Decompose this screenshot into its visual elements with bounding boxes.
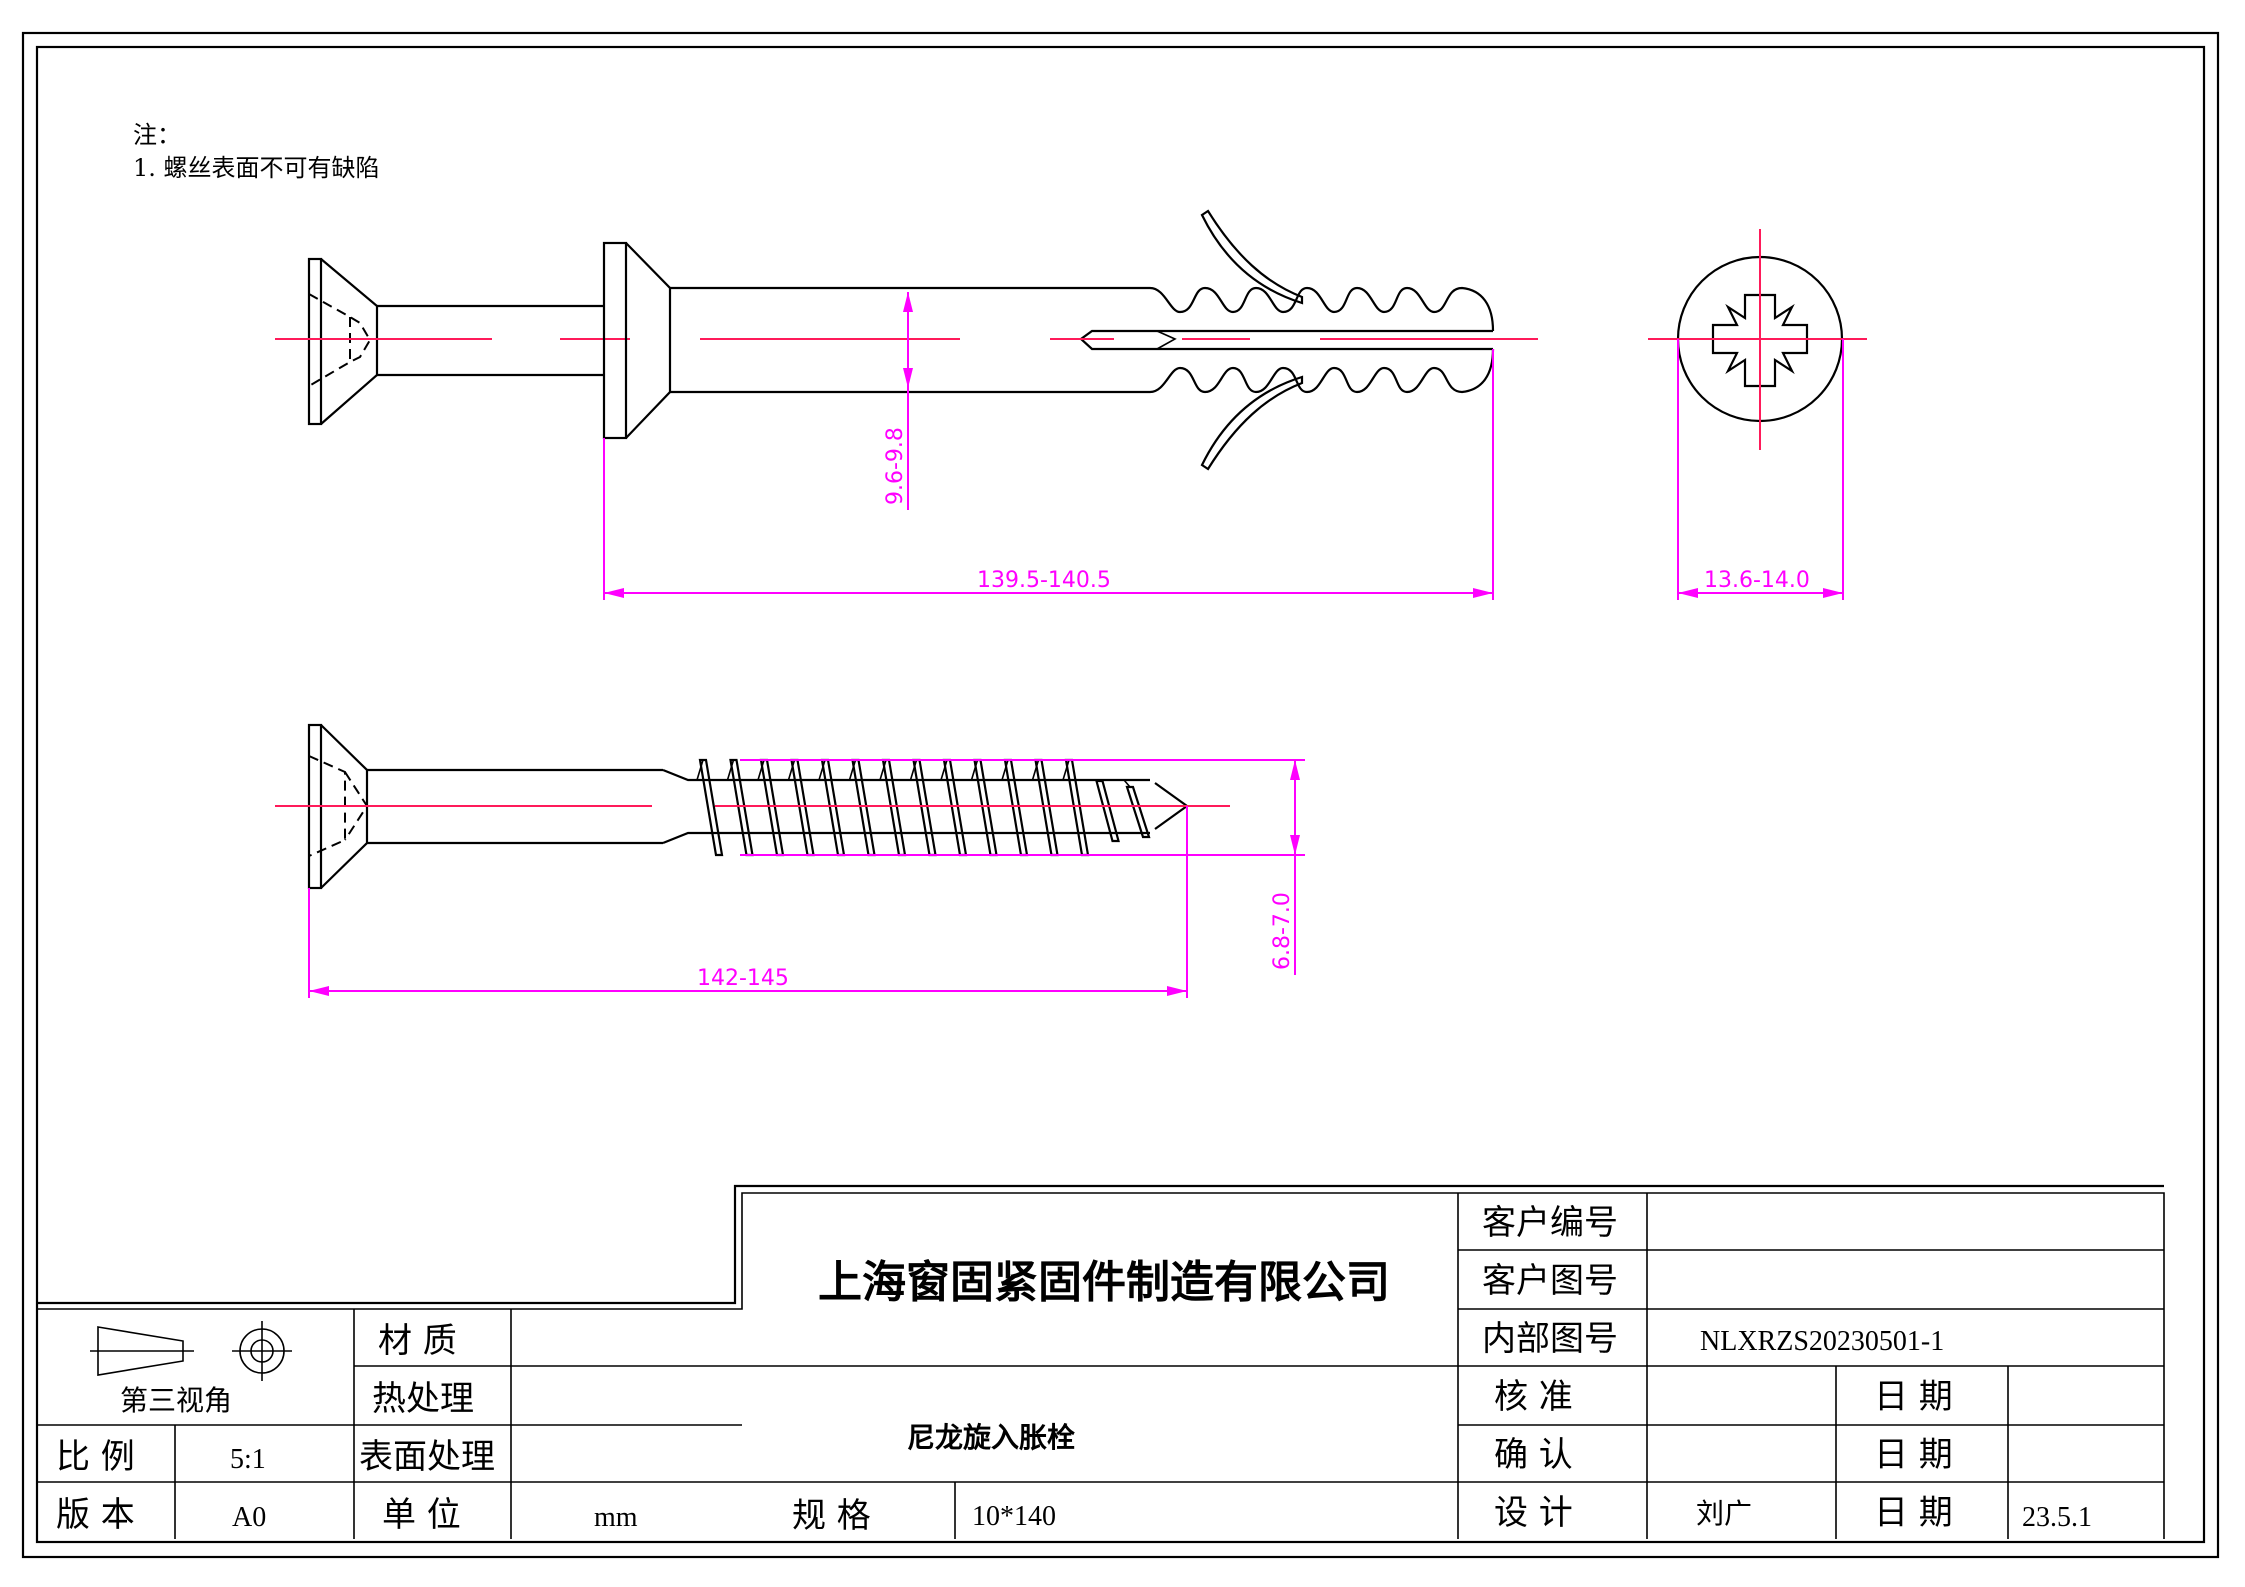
version-label: 版 本 <box>56 1495 135 1535</box>
dim-anchor-diameter: 9.6-9.8 <box>883 427 908 505</box>
head-end-view <box>1648 229 1867 450</box>
thread-flank <box>1031 759 1040 781</box>
surface-treatment-label: 表面处理 <box>359 1437 495 1477</box>
thread-flank <box>970 759 979 781</box>
confirm-date-label: 日 期 <box>1874 1435 1953 1475</box>
heat-treatment-label: 热处理 <box>372 1379 474 1419</box>
title-block: 第三视角 材 质 热处理 表面处理 单 位 比 例 版 本 5:1 A0 mm … <box>37 1184 2165 1539</box>
scale-label: 比 例 <box>56 1437 135 1477</box>
approve-label: 核 准 <box>1494 1377 1573 1417</box>
anchor-dimensions: 9.6-9.8 139.5-140.5 <box>603 292 1494 600</box>
thread-flank <box>940 759 948 781</box>
approve-date-label: 日 期 <box>1874 1377 1953 1417</box>
thread-flank <box>1062 759 1070 781</box>
internal-drawing-value: NLXRZS20230501-1 <box>1700 1326 1944 1357</box>
thread-crests <box>696 758 1151 857</box>
product-name: 尼龙旋入胀栓 <box>907 1421 1075 1454</box>
notes-heading: 注： <box>133 121 181 149</box>
thread-crest <box>1003 758 1029 857</box>
spec-value: 10*140 <box>972 1501 1056 1532</box>
version-value: A0 <box>232 1502 266 1533</box>
thread-flank <box>1123 779 1131 788</box>
inner-border <box>35 45 2206 1544</box>
design-date-label: 日 期 <box>1874 1493 1953 1533</box>
thread-crest <box>973 758 998 857</box>
thread-flank <box>1093 779 1100 782</box>
thread-crest <box>820 758 846 857</box>
thread-crest <box>1095 779 1120 843</box>
thread-flank <box>909 759 918 781</box>
outer-border <box>21 31 2220 1559</box>
company-name: 上海窗固紧固件制造有限公司 <box>818 1257 1390 1308</box>
thread-crest <box>1034 758 1059 857</box>
thread-crest <box>942 758 968 857</box>
design-label: 设 计 <box>1494 1493 1573 1533</box>
thread-flank <box>879 759 887 781</box>
spec-label: 规 格 <box>792 1496 871 1536</box>
nylon-anchor-side-view <box>602 209 1538 471</box>
projection-label: 第三视角 <box>120 1384 232 1417</box>
thread-crest <box>729 758 754 857</box>
dim-anchor-length: 139.5-140.5 <box>977 568 1111 593</box>
thread-flank <box>787 759 796 781</box>
thread-crest <box>698 758 724 857</box>
thread-crest <box>912 758 937 857</box>
dim-screw-thread-diameter: 6.8-7.0 <box>1270 892 1295 970</box>
confirm-label: 确 认 <box>1494 1435 1573 1475</box>
thread-crest <box>1125 785 1151 839</box>
thread-flank <box>1001 759 1009 781</box>
screw-side-view-small <box>275 257 630 426</box>
thread-flank <box>818 759 826 781</box>
scale-value: 5:1 <box>230 1444 266 1475</box>
screw-dimensions: 6.8-7.0 142-145 <box>308 759 1305 998</box>
customer-no-label: 客户编号 <box>1482 1203 1618 1243</box>
design-date-value: 23.5.1 <box>2022 1502 2092 1533</box>
dim-screw-length: 142-145 <box>697 966 789 991</box>
thread-flank <box>696 759 704 781</box>
head-dimension: 13.6-14.0 <box>1677 339 1844 600</box>
dim-head-diameter: 13.6-14.0 <box>1704 568 1810 593</box>
material-label: 材 质 <box>378 1321 457 1361</box>
third-angle-projection-symbol <box>90 1321 292 1381</box>
thread-flank <box>726 759 735 781</box>
design-value: 刘广 <box>1696 1497 1752 1530</box>
unit-value: mm <box>594 1502 638 1533</box>
thread-crest <box>759 758 785 857</box>
thread-flank <box>848 759 857 781</box>
customer-drawing-label: 客户图号 <box>1482 1261 1618 1301</box>
thread-crest <box>851 758 876 857</box>
thread-crest <box>790 758 815 857</box>
note-item: 1. 螺丝表面不可有缺陷 <box>133 154 380 182</box>
unit-label: 单 位 <box>382 1495 461 1535</box>
screw-side-view <box>275 723 1230 890</box>
thread-crest <box>881 758 907 857</box>
thread-flank <box>757 759 765 781</box>
internal-drawing-label: 内部图号 <box>1482 1319 1618 1359</box>
thread-crest <box>1064 758 1090 857</box>
